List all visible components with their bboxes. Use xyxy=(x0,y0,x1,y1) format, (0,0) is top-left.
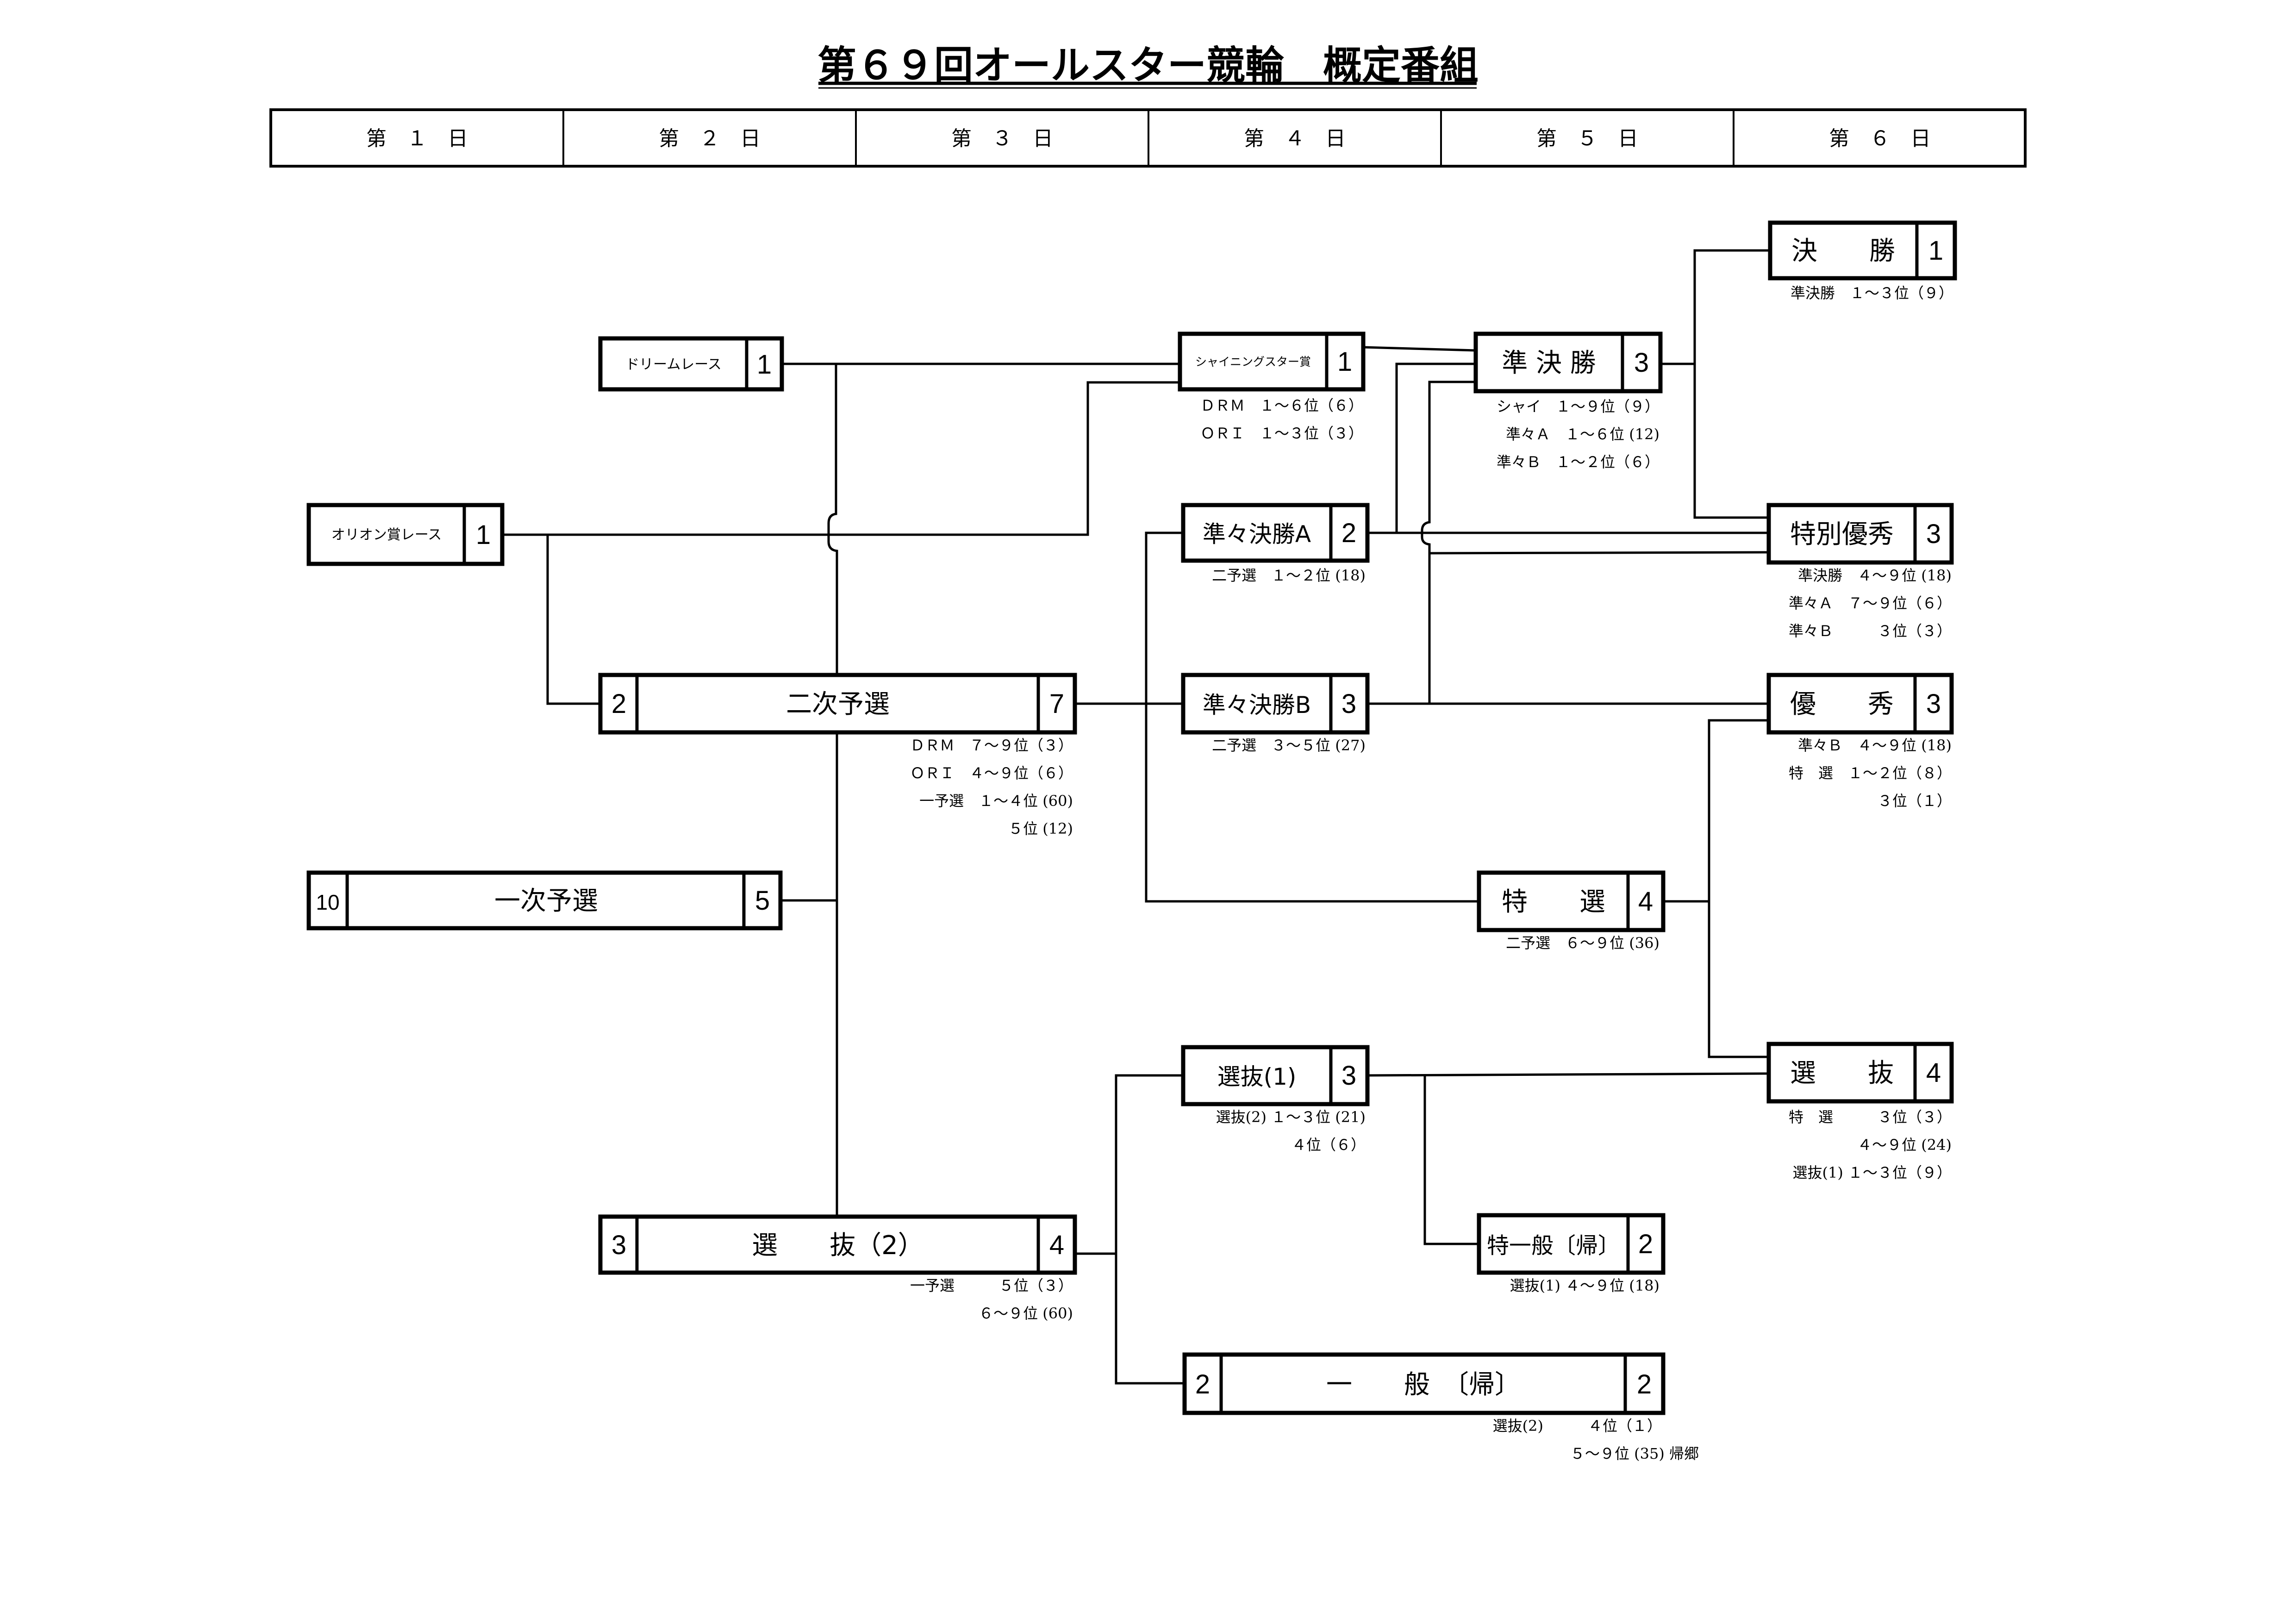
race-note: 準々Ｂ ４～９位 (18) xyxy=(1798,737,1952,754)
race-label: 準々決勝A xyxy=(1203,521,1311,548)
race-note: ＯＲＩ ４～９位（６） xyxy=(910,764,1073,782)
race-note: 選抜(2) ４位（１） xyxy=(1493,1417,1662,1435)
race-note: 準々Ａ ７～９位（６） xyxy=(1789,594,1952,612)
race-count: 1 xyxy=(476,520,491,550)
race-days-count: 3 xyxy=(611,1230,626,1260)
day-2-header: 第 ２ 日 xyxy=(659,127,761,150)
race-count: 3 xyxy=(1341,1061,1356,1091)
race-count: 7 xyxy=(1049,689,1064,719)
race-count: 2 xyxy=(1638,1229,1653,1259)
race-count: 2 xyxy=(1341,518,1356,548)
race-dream[interactable]: ドリームレース 1 xyxy=(598,336,784,392)
race-first-qualifier[interactable]: 10 一次予選 5 xyxy=(306,870,783,931)
race-selection-1[interactable]: 選抜(1) 3 選抜(2) １～３位 (21) ４位（６） xyxy=(1181,1045,1370,1154)
race-count: 4 xyxy=(1926,1058,1941,1088)
race-days-count: 2 xyxy=(611,689,626,719)
race-label: ドリームレース xyxy=(625,356,722,373)
race-note: 特 選 １～２位（８） xyxy=(1789,764,1952,782)
race-shining-star[interactable]: シャイニングスター賞 1 ＤＲＭ １～６位（６） ＯＲＩ １～３位（３） xyxy=(1178,331,1366,442)
race-label: 特 選 xyxy=(1502,887,1605,917)
race-label: 一次予選 xyxy=(494,886,598,916)
race-note: ４～９位 (24) xyxy=(1857,1136,1952,1154)
race-selection-2[interactable]: 3 選 抜（2） 4 一予選 ５位（３） ６～９位 (60) xyxy=(598,1214,1077,1322)
race-note: ３位（１） xyxy=(1878,792,1952,810)
race-note: 一予選 ５位（３） xyxy=(910,1277,1073,1294)
day-header-table: 第 １ 日 第 ２ 日 第 ３ 日 第 ４ 日 第 ５ 日 第 ６ 日 xyxy=(269,108,2027,168)
race-excellent[interactable]: 優 秀 3 準々Ｂ ４～９位 (18) 特 選 １～２位（８） ３位（１） xyxy=(1766,673,1954,810)
race-note: ５位 (12) xyxy=(1008,820,1073,837)
race-label: 選 抜（2） xyxy=(752,1230,924,1261)
race-orion[interactable]: オリオン賞レース 1 xyxy=(306,503,505,566)
race-note: 二予選 １～２位 (18) xyxy=(1212,567,1366,584)
race-label: 特一般〔帰〕 xyxy=(1487,1233,1620,1259)
race-count: 3 xyxy=(1634,348,1649,378)
race-count: 5 xyxy=(755,886,770,916)
race-note: 二予選 ６～９位 (36) xyxy=(1506,934,1660,952)
race-days-count: 2 xyxy=(1195,1369,1210,1399)
race-count: 1 xyxy=(757,350,772,380)
race-label: 二次予選 xyxy=(786,689,890,719)
race-final[interactable]: 決 勝 1 準決勝 １～３位（９） xyxy=(1768,220,1957,302)
race-note: ５～９位 (35) 帰郷 xyxy=(1570,1445,1699,1462)
race-note: 準々Ｂ ３位（３） xyxy=(1789,622,1952,640)
race-count: 3 xyxy=(1341,689,1356,719)
race-label: オリオン賞レース xyxy=(331,527,442,543)
race-note: 一予選 １～４位 (60) xyxy=(919,792,1073,810)
race-note: 準決勝 １～３位（９） xyxy=(1791,284,1953,302)
race-second-qualifier[interactable]: 2 二次予選 7 ＤＲＭ ７～９位（３） ＯＲＩ ４～９位（６） 一予選 １～４… xyxy=(598,673,1077,837)
race-quarterfinal-b[interactable]: 準々決勝B 3 二予選 ３～５位 (27) xyxy=(1181,673,1370,754)
race-label: 準々決勝B xyxy=(1203,692,1311,718)
race-label: 決 勝 xyxy=(1791,236,1895,266)
race-days-count: 10 xyxy=(316,890,339,914)
race-note: ＤＲＭ ７～９位（３） xyxy=(910,737,1073,754)
race-note: シャイ １～９位（９） xyxy=(1497,398,1660,415)
race-count: 2 xyxy=(1637,1369,1652,1399)
race-note: ＯＲＩ １～３位（３） xyxy=(1200,425,1363,442)
race-note: 選抜(1) １～３位（９） xyxy=(1792,1164,1952,1181)
race-note: 二予選 ３～５位 (27) xyxy=(1212,737,1366,754)
race-count: 3 xyxy=(1926,689,1941,719)
day-6-header: 第 ６ 日 xyxy=(1829,127,1931,150)
race-label: 選抜(1) xyxy=(1217,1063,1297,1090)
day-4-header: 第 ４ 日 xyxy=(1244,127,1346,150)
day-1-header: 第 １ 日 xyxy=(366,127,468,150)
race-count: 4 xyxy=(1638,887,1653,917)
race-selection-day6[interactable]: 選 抜 4 特 選 ３位（３） ４～９位 (24) 選抜(1) １～３位（９） xyxy=(1766,1042,1954,1181)
race-semifinal[interactable]: 準 決 勝 3 シャイ １～９位（９） 準々Ａ １～６位 (12) 準々Ｂ １～… xyxy=(1473,331,1663,471)
race-label: 一 般 〔帰〕 xyxy=(1326,1370,1521,1400)
race-label: 優 秀 xyxy=(1790,689,1894,719)
race-label: 選 抜 xyxy=(1790,1058,1894,1088)
race-label: 準 決 勝 xyxy=(1502,348,1596,378)
race-note: 準決勝 ４～９位 (18) xyxy=(1798,567,1952,584)
race-note: 選抜(2) １～３位 (21) xyxy=(1216,1108,1366,1126)
race-quarterfinal-a[interactable]: 準々決勝A 2 二予選 １～２位 (18) xyxy=(1181,503,1370,584)
race-label: 特別優秀 xyxy=(1790,519,1894,550)
day-3-header: 第 ３ 日 xyxy=(951,127,1053,150)
race-count: 4 xyxy=(1049,1230,1064,1260)
race-note: 特 選 ３位（３） xyxy=(1789,1108,1952,1126)
race-note: ４位（６） xyxy=(1292,1136,1366,1154)
day-5-header: 第 ５ 日 xyxy=(1536,127,1638,150)
race-special-selection[interactable]: 特 選 4 二予選 ６～９位 (36) xyxy=(1477,870,1666,952)
race-note: 選抜(1) ４～９位 (18) xyxy=(1510,1277,1660,1294)
race-count: 1 xyxy=(1928,236,1943,266)
race-note: 準々Ｂ １～２位（６） xyxy=(1497,453,1660,471)
race-note: ＤＲＭ １～６位（６） xyxy=(1200,397,1363,414)
race-general-return[interactable]: 2 一 般 〔帰〕 2 選抜(2) ４位（１） ５～９位 (35) 帰郷 xyxy=(1182,1352,1699,1462)
race-note: 準々Ａ １～６位 (12) xyxy=(1506,425,1660,443)
connector-lines xyxy=(502,249,1770,1385)
page-title: 第６９回オールスター競輪 概定番組 xyxy=(817,43,1479,88)
race-special-general-return[interactable]: 特一般〔帰〕 2 選抜(1) ４～９位 (18) xyxy=(1477,1213,1666,1294)
race-label: シャイニングスター賞 xyxy=(1195,355,1311,369)
race-note: ６～９位 (60) xyxy=(979,1305,1073,1322)
race-count: 3 xyxy=(1926,519,1941,549)
race-count: 1 xyxy=(1337,347,1352,377)
race-special-excellent[interactable]: 特別優秀 3 準決勝 ４～９位 (18) 準々Ａ ７～９位（６） 準々Ｂ ３位（… xyxy=(1766,503,1954,640)
